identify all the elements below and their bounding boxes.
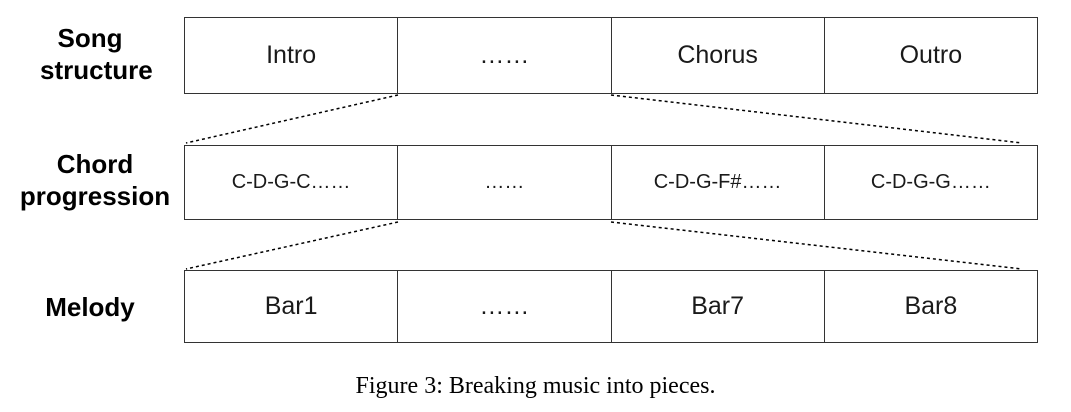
chord-progression-cell: ……	[398, 146, 612, 219]
row-label-chord-progression: Chord progression	[12, 148, 178, 212]
row-label-line: structure	[40, 55, 153, 85]
row-label-line: Song	[57, 23, 123, 53]
melody-cell: Bar1	[185, 271, 399, 342]
melody-cell: Bar7	[612, 271, 825, 342]
song-structure-cell: Chorus	[612, 18, 825, 93]
song-structure-cell: Intro	[185, 18, 399, 93]
chord-progression-cell: C-D-G-C……	[185, 146, 399, 219]
song-structure-row: Intro …… Chorus Outro	[184, 17, 1038, 94]
connector-chorus-right	[610, 94, 1023, 144]
row-label-line: Chord	[56, 149, 134, 179]
song-structure-cell: Outro	[899, 41, 963, 69]
connector-intro-left	[185, 94, 399, 144]
chord-progression-cell: C-D-G-F#……	[612, 146, 825, 219]
chord-progression-cell: C-D-G-G……	[870, 171, 991, 193]
melody-cell: Bar8	[904, 292, 958, 320]
connector-chord-right	[610, 221, 1023, 270]
row-label-line: Melody	[45, 292, 135, 322]
row-label-line: progression	[19, 181, 171, 211]
chord-progression-row: C-D-G-C…… …… C-D-G-F#…… C-D-G-G……	[184, 145, 1038, 220]
melody-cell: ……	[398, 271, 612, 342]
row-label-song-structure: Song structure	[40, 22, 153, 86]
song-structure-cell: ……	[398, 18, 612, 93]
connector-chord-left	[185, 221, 399, 270]
figure-caption: Figure 3: Breaking music into pieces.	[355, 373, 716, 399]
row-label-melody: Melody	[40, 291, 140, 323]
melody-row: Bar1 …… Bar7 Bar8	[184, 270, 1038, 343]
